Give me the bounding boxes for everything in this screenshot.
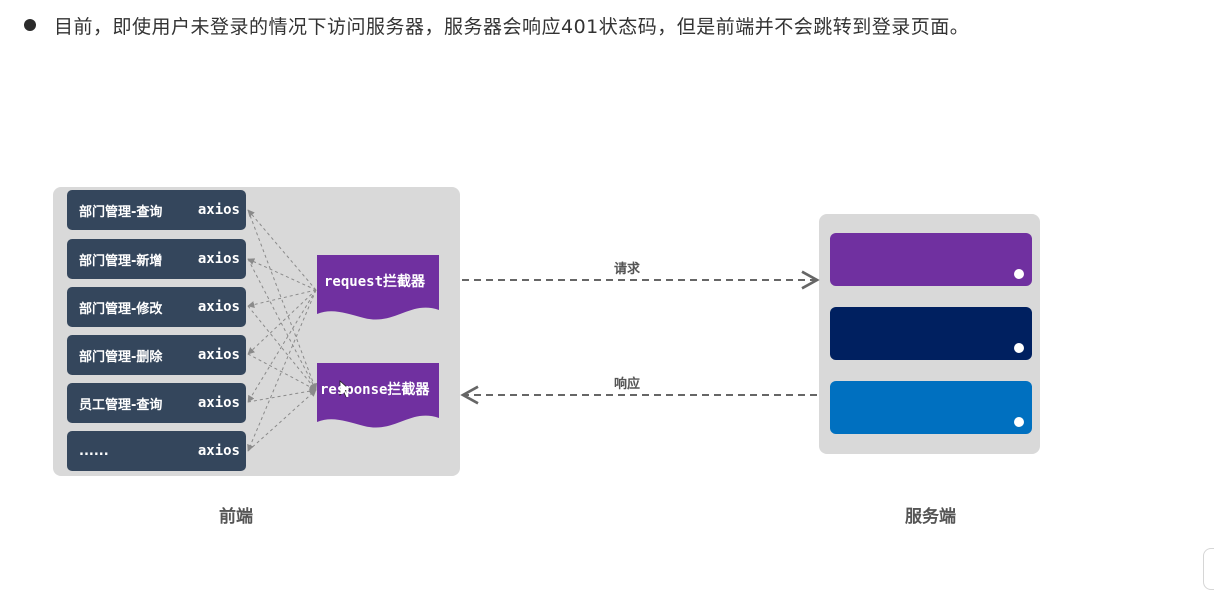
corner-widget <box>1203 548 1214 590</box>
request-interceptor-shape <box>317 255 439 320</box>
module-label: 部门管理-新增 <box>79 253 163 269</box>
module-dept-delete: 部门管理-删除 axios <box>67 335 246 375</box>
module-dept-edit: 部门管理-修改 axios <box>67 287 246 327</box>
module-axios: axios <box>197 299 240 315</box>
note-row: 目前，即使用户未登录的情况下访问服务器，服务器会响应401状态码，但是前端并不会… <box>24 10 969 40</box>
module-label: ...... <box>79 443 109 459</box>
response-arrow-label: 响应 <box>614 377 641 392</box>
module-emp-query: 员工管理-查询 axios <box>67 383 246 423</box>
response-fan-lines <box>247 209 318 452</box>
server-led-icon <box>1014 417 1024 427</box>
note-text: 目前，即使用户未登录的情况下访问服务器，服务器会响应401状态码，但是前端并不会… <box>54 15 970 38</box>
module-axios: axios <box>197 251 240 267</box>
request-fan-lines <box>247 209 317 452</box>
frontend-panel <box>53 187 460 476</box>
mouse-cursor-icon <box>339 380 351 398</box>
module-more: ...... axios <box>67 431 246 471</box>
module-label: 部门管理-删除 <box>79 349 163 365</box>
server-caption: 服务端 <box>905 507 956 527</box>
frontend-caption: 前端 <box>219 507 253 527</box>
diagram-svg <box>247 209 820 452</box>
server-bar-blue <box>830 381 1032 434</box>
request-interceptor-label: request拦截器 <box>324 274 426 290</box>
server-bar-purple <box>830 233 1032 286</box>
bullet-icon <box>24 19 36 31</box>
module-label: 部门管理-查询 <box>79 204 163 220</box>
module-axios: axios <box>197 395 240 411</box>
server-led-icon <box>1014 343 1024 353</box>
module-axios: axios <box>197 202 240 218</box>
module-dept-add: 部门管理-新增 axios <box>67 239 246 279</box>
server-led-icon <box>1014 269 1024 279</box>
module-axios: axios <box>197 347 240 363</box>
module-axios: axios <box>197 443 240 459</box>
response-interceptor-label: response拦截器 <box>320 382 430 398</box>
module-label: 员工管理-查询 <box>79 397 163 413</box>
module-label: 部门管理-修改 <box>79 301 163 317</box>
request-arrow-label: 请求 <box>614 262 641 277</box>
server-bar-navy <box>830 307 1032 360</box>
module-dept-query: 部门管理-查询 axios <box>67 190 246 230</box>
response-interceptor-shape <box>317 363 439 428</box>
